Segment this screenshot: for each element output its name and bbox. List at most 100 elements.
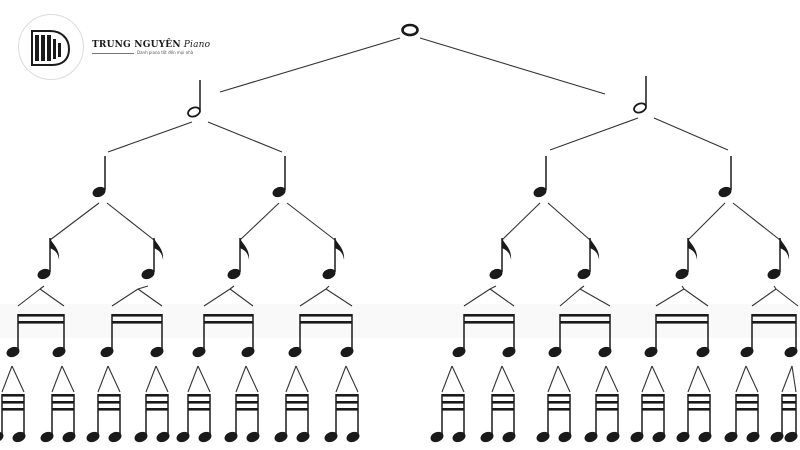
thirty-second-note-head — [676, 431, 690, 443]
thirty-second-note-beam — [736, 401, 758, 404]
thirty-second-note-beam — [548, 394, 570, 397]
sixteenth-note-head — [696, 346, 710, 358]
thirty-second-note-beam — [52, 394, 74, 397]
thirty-second-note-beam — [548, 408, 570, 411]
connector-line — [491, 365, 503, 393]
thirty-second-note-beam — [336, 394, 358, 397]
eighth-note-head — [227, 268, 241, 280]
thirty-second-note-beam — [52, 408, 74, 411]
connector-line — [751, 288, 777, 307]
thirty-second-note-beam — [442, 394, 464, 397]
sixteenth-note-beam — [300, 314, 352, 317]
thirty-second-note-head — [224, 431, 238, 443]
piano-logo-icon — [31, 30, 71, 66]
thirty-second-note-beam — [688, 394, 710, 397]
half-note-head — [633, 102, 647, 114]
connector-line — [229, 288, 254, 307]
sixteenth-note-beam — [464, 314, 514, 317]
connector-line — [97, 365, 109, 393]
thirty-second-note-beam — [236, 401, 258, 404]
connector-line — [111, 288, 139, 307]
sixteenth-note-beam — [18, 321, 64, 324]
connector-line — [547, 202, 591, 241]
thirty-second-note-head — [784, 431, 798, 443]
connector-line — [187, 365, 199, 393]
sixteenth-note-beam — [752, 321, 796, 324]
sixteenth-note-beam — [112, 321, 162, 324]
thirty-second-note-beam — [782, 401, 796, 404]
thirty-second-note-beam — [492, 401, 514, 404]
eighth-note-flag — [50, 238, 60, 260]
connector-line — [203, 288, 231, 307]
connector-line — [655, 288, 685, 307]
connector-line — [681, 285, 685, 290]
connector-line — [451, 365, 465, 393]
thirty-second-note-head — [430, 431, 444, 443]
thirty-second-note-head — [770, 431, 784, 443]
connector-line — [489, 288, 515, 307]
thirty-second-note-beam — [736, 394, 758, 397]
thirty-second-note-head — [536, 431, 550, 443]
connector-line — [229, 285, 235, 290]
thirty-second-note-head — [134, 431, 148, 443]
connector-line — [49, 202, 100, 241]
connector-line — [17, 288, 41, 307]
connector-line — [501, 202, 541, 241]
connector-line — [441, 365, 453, 393]
thirty-second-note-head — [480, 431, 494, 443]
thirty-second-note-head — [274, 431, 288, 443]
connector-line — [197, 365, 211, 393]
connector-line — [106, 202, 155, 241]
sixteenth-note-beam — [560, 314, 610, 317]
eighth-note-flag — [240, 238, 250, 260]
eighth-note-head — [322, 268, 336, 280]
sixteenth-note-beam — [752, 314, 796, 317]
connector-line — [595, 365, 607, 393]
thirty-second-note-beam — [596, 401, 618, 404]
thirty-second-note-head — [86, 431, 100, 443]
thirty-second-note-beam — [286, 394, 308, 397]
thirty-second-note-head — [652, 431, 666, 443]
thirty-second-note-head — [62, 431, 76, 443]
connector-line — [286, 202, 336, 241]
sixteenth-note-beam — [204, 321, 253, 324]
thirty-second-note-beam — [336, 408, 358, 411]
eighth-note-head — [767, 268, 781, 280]
connector-line — [735, 365, 747, 393]
connector-line — [697, 365, 711, 393]
connector-line — [107, 121, 193, 153]
eighth-note-head — [675, 268, 689, 280]
thirty-second-note-head — [746, 431, 760, 443]
quarter-note-head — [533, 186, 547, 198]
brand-script-text: Piano — [183, 40, 211, 50]
sixteenth-note-head — [740, 346, 754, 358]
thirty-second-note-beam — [336, 401, 358, 404]
quarter-note-head — [92, 186, 106, 198]
eighth-note-head — [489, 268, 503, 280]
sixteenth-note-beam — [464, 321, 514, 324]
sixteenth-note-beam — [18, 314, 64, 317]
connector-line — [299, 288, 327, 307]
connector-line — [325, 288, 353, 307]
thirty-second-note-beam — [146, 401, 168, 404]
sixteenth-note-head — [548, 346, 562, 358]
thirty-second-note-beam — [642, 394, 664, 397]
thirty-second-note-beam — [146, 408, 168, 411]
thirty-second-note-beam — [188, 394, 210, 397]
sixteenth-note-beam — [656, 314, 708, 317]
connector-line — [61, 365, 75, 393]
thirty-second-note-beam — [548, 401, 570, 404]
brand-tagline: Dành piano tốt đến mọi nhà — [137, 50, 194, 55]
connector-line — [687, 202, 726, 241]
sixteenth-note-head — [502, 346, 516, 358]
sixteenth-note-beam — [560, 321, 610, 324]
thirty-second-note-beam — [286, 401, 308, 404]
connector-line — [239, 202, 280, 241]
thirty-second-note-head — [558, 431, 572, 443]
thirty-second-note-beam — [596, 394, 618, 397]
thirty-second-note-head — [724, 431, 738, 443]
connector-line — [245, 365, 259, 393]
thirty-second-note-beam — [2, 394, 24, 397]
thirty-second-note-beam — [492, 394, 514, 397]
